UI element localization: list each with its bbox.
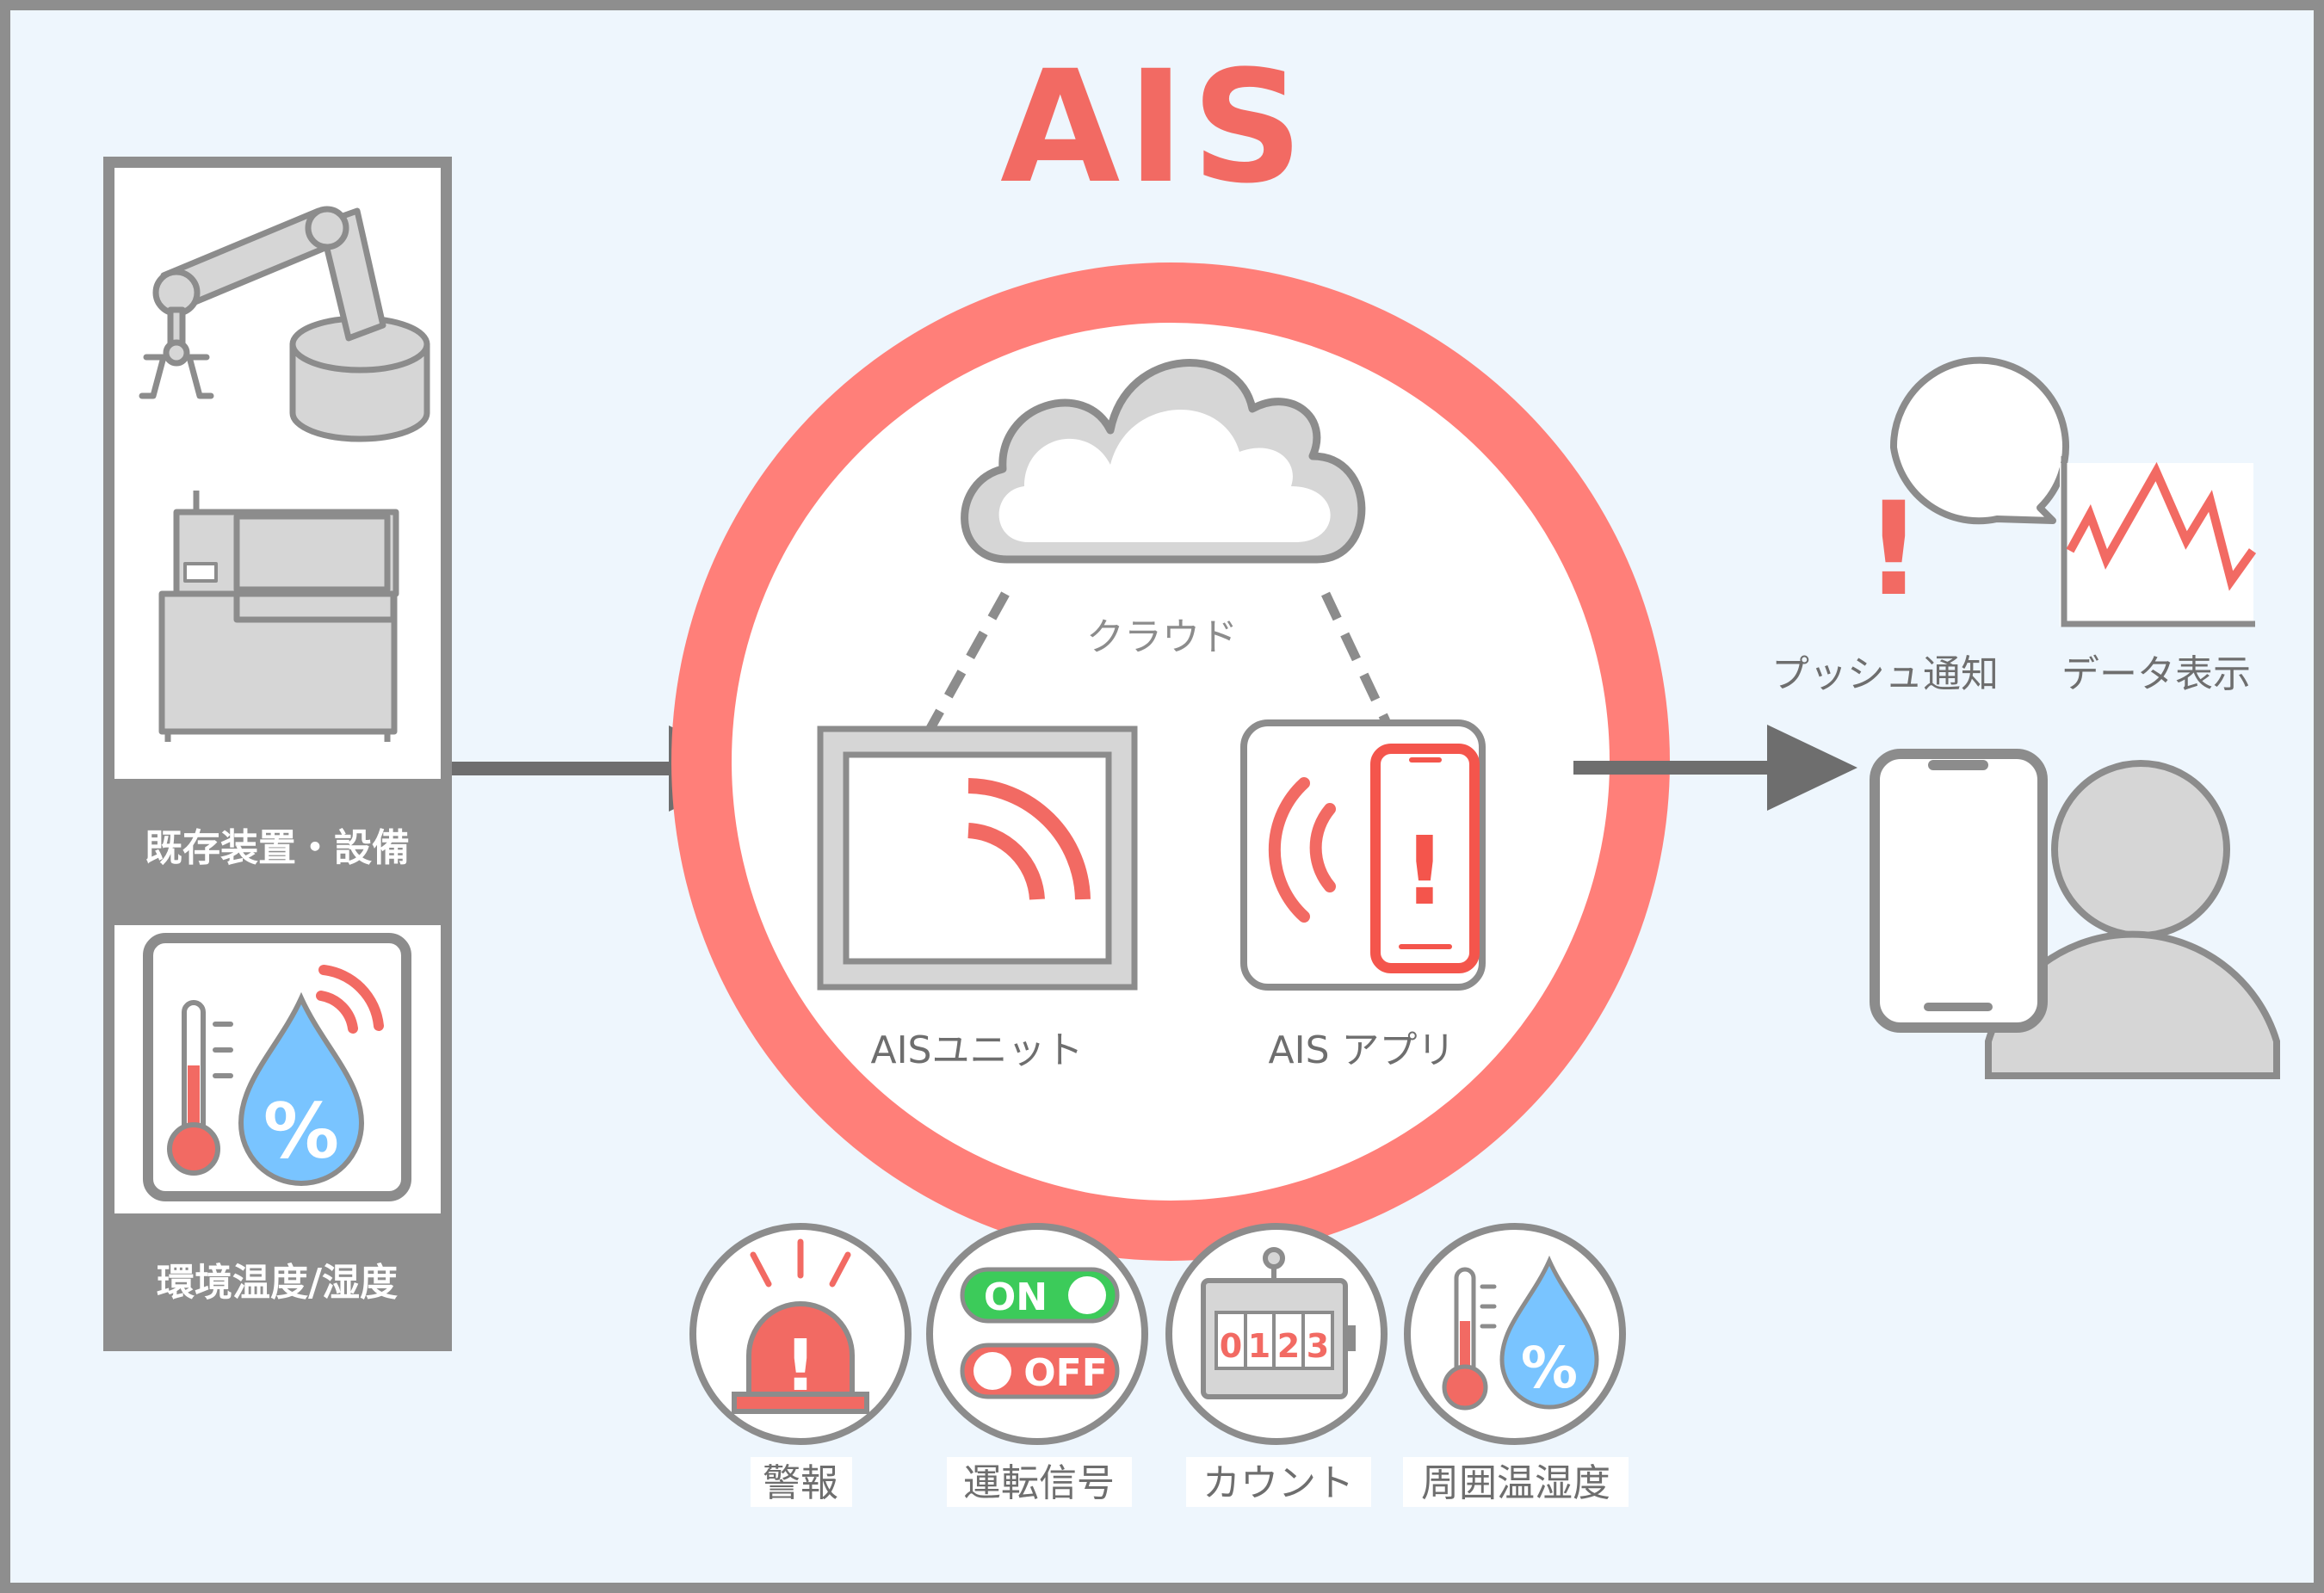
humidity-symbol: % — [263, 1087, 339, 1176]
toggle-switch-icon: ON OFF — [960, 1267, 1120, 1399]
feature-climate: % — [1404, 1223, 1626, 1445]
bubble-alert-symbol: ! — [1864, 475, 1923, 625]
thermometer-icon — [167, 1000, 233, 1176]
wireless-signal-icon — [1268, 777, 1336, 923]
cloud-icon — [961, 359, 1366, 564]
equipment-label: 既存装置・設備 — [145, 826, 410, 870]
counter-digit-0: 0 — [1220, 1327, 1242, 1365]
water-drop-icon: % — [1499, 1255, 1599, 1410]
phone-alert-symbol: ! — [1403, 816, 1446, 926]
counter-icon: 0 1 2 3 — [1201, 1247, 1356, 1399]
wireless-signal-icon — [967, 778, 1091, 900]
machine-tool-icon — [158, 491, 399, 742]
toggle-off-text: OFF — [1023, 1351, 1108, 1395]
counter-digit-2: 2 — [1277, 1327, 1300, 1365]
push-notification-label: プッシュ通知 — [1771, 652, 1999, 696]
counter-digit-3: 3 — [1307, 1327, 1329, 1365]
user-icon — [1985, 760, 2280, 1079]
thermometer-icon — [1442, 1267, 1497, 1411]
wireless-signal-icon — [316, 965, 384, 1034]
counter-digit-1: 1 — [1248, 1327, 1270, 1365]
feature-signal: ON OFF — [926, 1223, 1148, 1445]
climate-label: 周囲温湿度 — [1421, 1461, 1610, 1505]
ais-app-icon: ! — [1240, 719, 1486, 991]
climate-humidity-symbol: % — [1521, 1335, 1578, 1401]
alarm-siren-icon: ! — [732, 1238, 869, 1414]
signal-label: 運転信号 — [963, 1461, 1115, 1505]
toggle-on-text: ON — [984, 1275, 1048, 1319]
feature-count: 0 1 2 3 — [1165, 1223, 1388, 1445]
ais-app-label: AIS アプリ — [1269, 1028, 1456, 1072]
line-chart-icon — [2060, 456, 2257, 627]
ais-unit-label: AISユニット — [870, 1028, 1083, 1072]
smartphone-icon — [1870, 749, 2048, 1033]
smartphone-icon — [1370, 744, 1480, 973]
environment-label: 環境温度/湿度 — [157, 1261, 398, 1305]
robot-arm-icon — [139, 206, 430, 442]
diagram-title: AIS — [1000, 38, 1310, 218]
left-panel: 既存装置・設備 % 環境温度/湿度 — [103, 157, 452, 1351]
cloud-connection-lines — [925, 591, 1390, 732]
data-display-label: データ表示 — [2061, 652, 2251, 696]
feature-alarm: ! — [689, 1223, 912, 1445]
ais-unit-icon — [817, 725, 1138, 991]
cloud-label: クラウド — [1086, 615, 1238, 659]
water-drop-icon: % — [238, 991, 365, 1186]
count-label: カウント — [1202, 1461, 1354, 1505]
alarm-label: 警報 — [763, 1461, 838, 1505]
alarm-symbol: ! — [784, 1325, 816, 1407]
speech-bubble-alert-icon: ! — [1864, 356, 2069, 625]
arrow-right-icon — [1573, 725, 1857, 811]
